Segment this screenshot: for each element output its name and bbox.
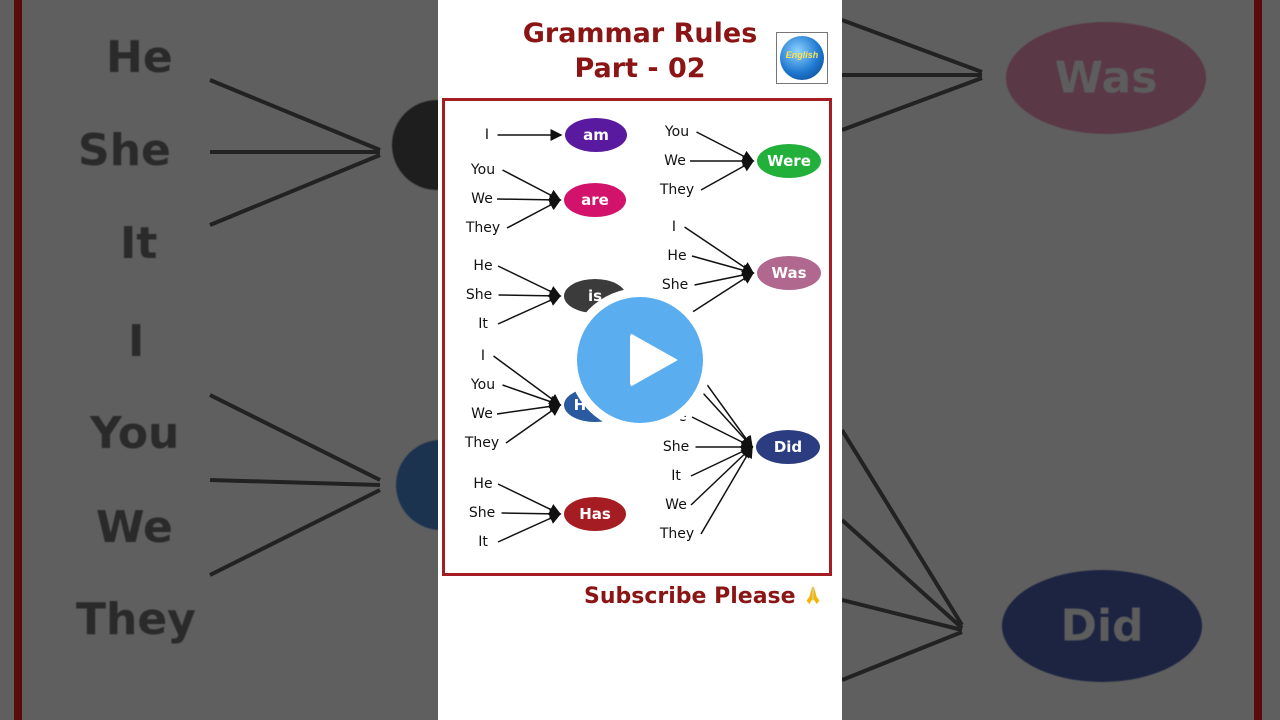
- bg-oval-label: Did: [1060, 600, 1144, 652]
- verb-pill-am: am: [565, 118, 627, 152]
- background-arrows: [842, 18, 983, 682]
- pronoun-label: They: [465, 220, 501, 236]
- pronoun-label: They: [659, 526, 695, 542]
- bg-word: I: [128, 316, 145, 367]
- bg-word: She: [78, 125, 171, 176]
- play-button-circle: [577, 297, 703, 423]
- pronoun-label: It: [478, 316, 488, 332]
- verb-pill-has: Has: [564, 497, 626, 531]
- arrow-line: [497, 483, 562, 515]
- pronoun-label: They: [659, 182, 695, 198]
- verb-pill-were: Were: [757, 144, 821, 178]
- arrow-line: [506, 199, 562, 229]
- pronoun-label: We: [665, 497, 687, 513]
- folded-hands-icon: [806, 586, 819, 605]
- channel-logo[interactable]: English: [776, 32, 828, 84]
- play-button[interactable]: [568, 288, 712, 432]
- pronoun-label: We: [471, 191, 493, 207]
- arrow-line: [696, 386, 754, 449]
- pronoun-label: She: [468, 505, 496, 521]
- verb-label: Did: [773, 438, 803, 456]
- arrow-line: [691, 255, 755, 276]
- pronoun-label: You: [470, 162, 496, 178]
- bg-word: He: [106, 32, 173, 83]
- bg-word: We: [96, 502, 173, 553]
- logo-text: English: [785, 50, 819, 60]
- subscribe-callout: Subscribe Please: [584, 584, 824, 609]
- globe-icon: English: [780, 36, 824, 80]
- page-subtitle: Part - 02: [574, 53, 706, 84]
- background-right: Was Did: [842, 0, 1280, 720]
- pronoun-label: I: [484, 127, 490, 143]
- arrow-line: [690, 445, 754, 506]
- background-border: [1254, 0, 1262, 720]
- verb-label: am: [583, 126, 609, 144]
- pronoun-label: We: [471, 406, 493, 422]
- arrow-layer: [493, 129, 755, 543]
- verb-label: are: [581, 191, 609, 209]
- bg-oval-label: Was: [1054, 52, 1158, 104]
- arrow-line: [684, 226, 755, 274]
- pronoun-label: He: [473, 476, 493, 492]
- bg-word: You: [90, 408, 180, 459]
- pronoun-label: She: [662, 439, 690, 455]
- arrow-line: [502, 384, 562, 408]
- arrow-line: [497, 512, 562, 543]
- arrow-line: [493, 355, 562, 406]
- arrow-line: [497, 265, 562, 297]
- pronoun-label: He: [667, 248, 687, 264]
- arrow-line: [496, 193, 562, 206]
- pronoun-label: We: [664, 153, 686, 169]
- verb-label: Was: [771, 264, 807, 282]
- bg-oval-was: Was: [1006, 22, 1206, 134]
- bg-oval-did: Did: [1002, 570, 1202, 682]
- pronoun-label: They: [464, 435, 500, 451]
- pronoun-label: He: [473, 258, 493, 274]
- background-left: He She It I You We They: [0, 0, 438, 720]
- page-title: Grammar Rules: [522, 18, 758, 49]
- subscribe-text: Subscribe Please: [584, 584, 796, 609]
- arrow-line: [497, 294, 562, 325]
- arrow-line: [502, 169, 562, 201]
- verb-label: Were: [767, 152, 811, 170]
- arrow-line: [501, 507, 562, 520]
- verb-pill-was: Was: [757, 256, 821, 290]
- play-icon: [630, 333, 678, 387]
- pronoun-label: I: [671, 219, 677, 235]
- pronoun-label: She: [661, 277, 689, 293]
- pronoun-label: You: [664, 124, 690, 140]
- arrow-line: [700, 445, 753, 535]
- pronoun-label: She: [465, 287, 493, 303]
- pronoun-label: I: [480, 348, 486, 364]
- arrow-line: [700, 160, 755, 191]
- bg-word: It: [120, 218, 158, 269]
- background-border: [14, 0, 22, 720]
- arrow-line: [696, 131, 755, 162]
- verb-label: Has: [579, 505, 611, 523]
- bg-word: They: [76, 594, 196, 645]
- arrow-line: [691, 416, 754, 448]
- arrow-line: [690, 272, 755, 314]
- arrow-line: [498, 289, 562, 302]
- verb-pill-are: are: [564, 183, 626, 217]
- pronoun-label: It: [478, 534, 488, 550]
- arrow-line: [496, 400, 562, 415]
- pronoun-label: It: [671, 468, 681, 484]
- arrow-line: [505, 404, 562, 444]
- background-arrows: [209, 78, 381, 577]
- pronoun-label: You: [470, 377, 496, 393]
- verb-pill-did: Did: [756, 430, 820, 464]
